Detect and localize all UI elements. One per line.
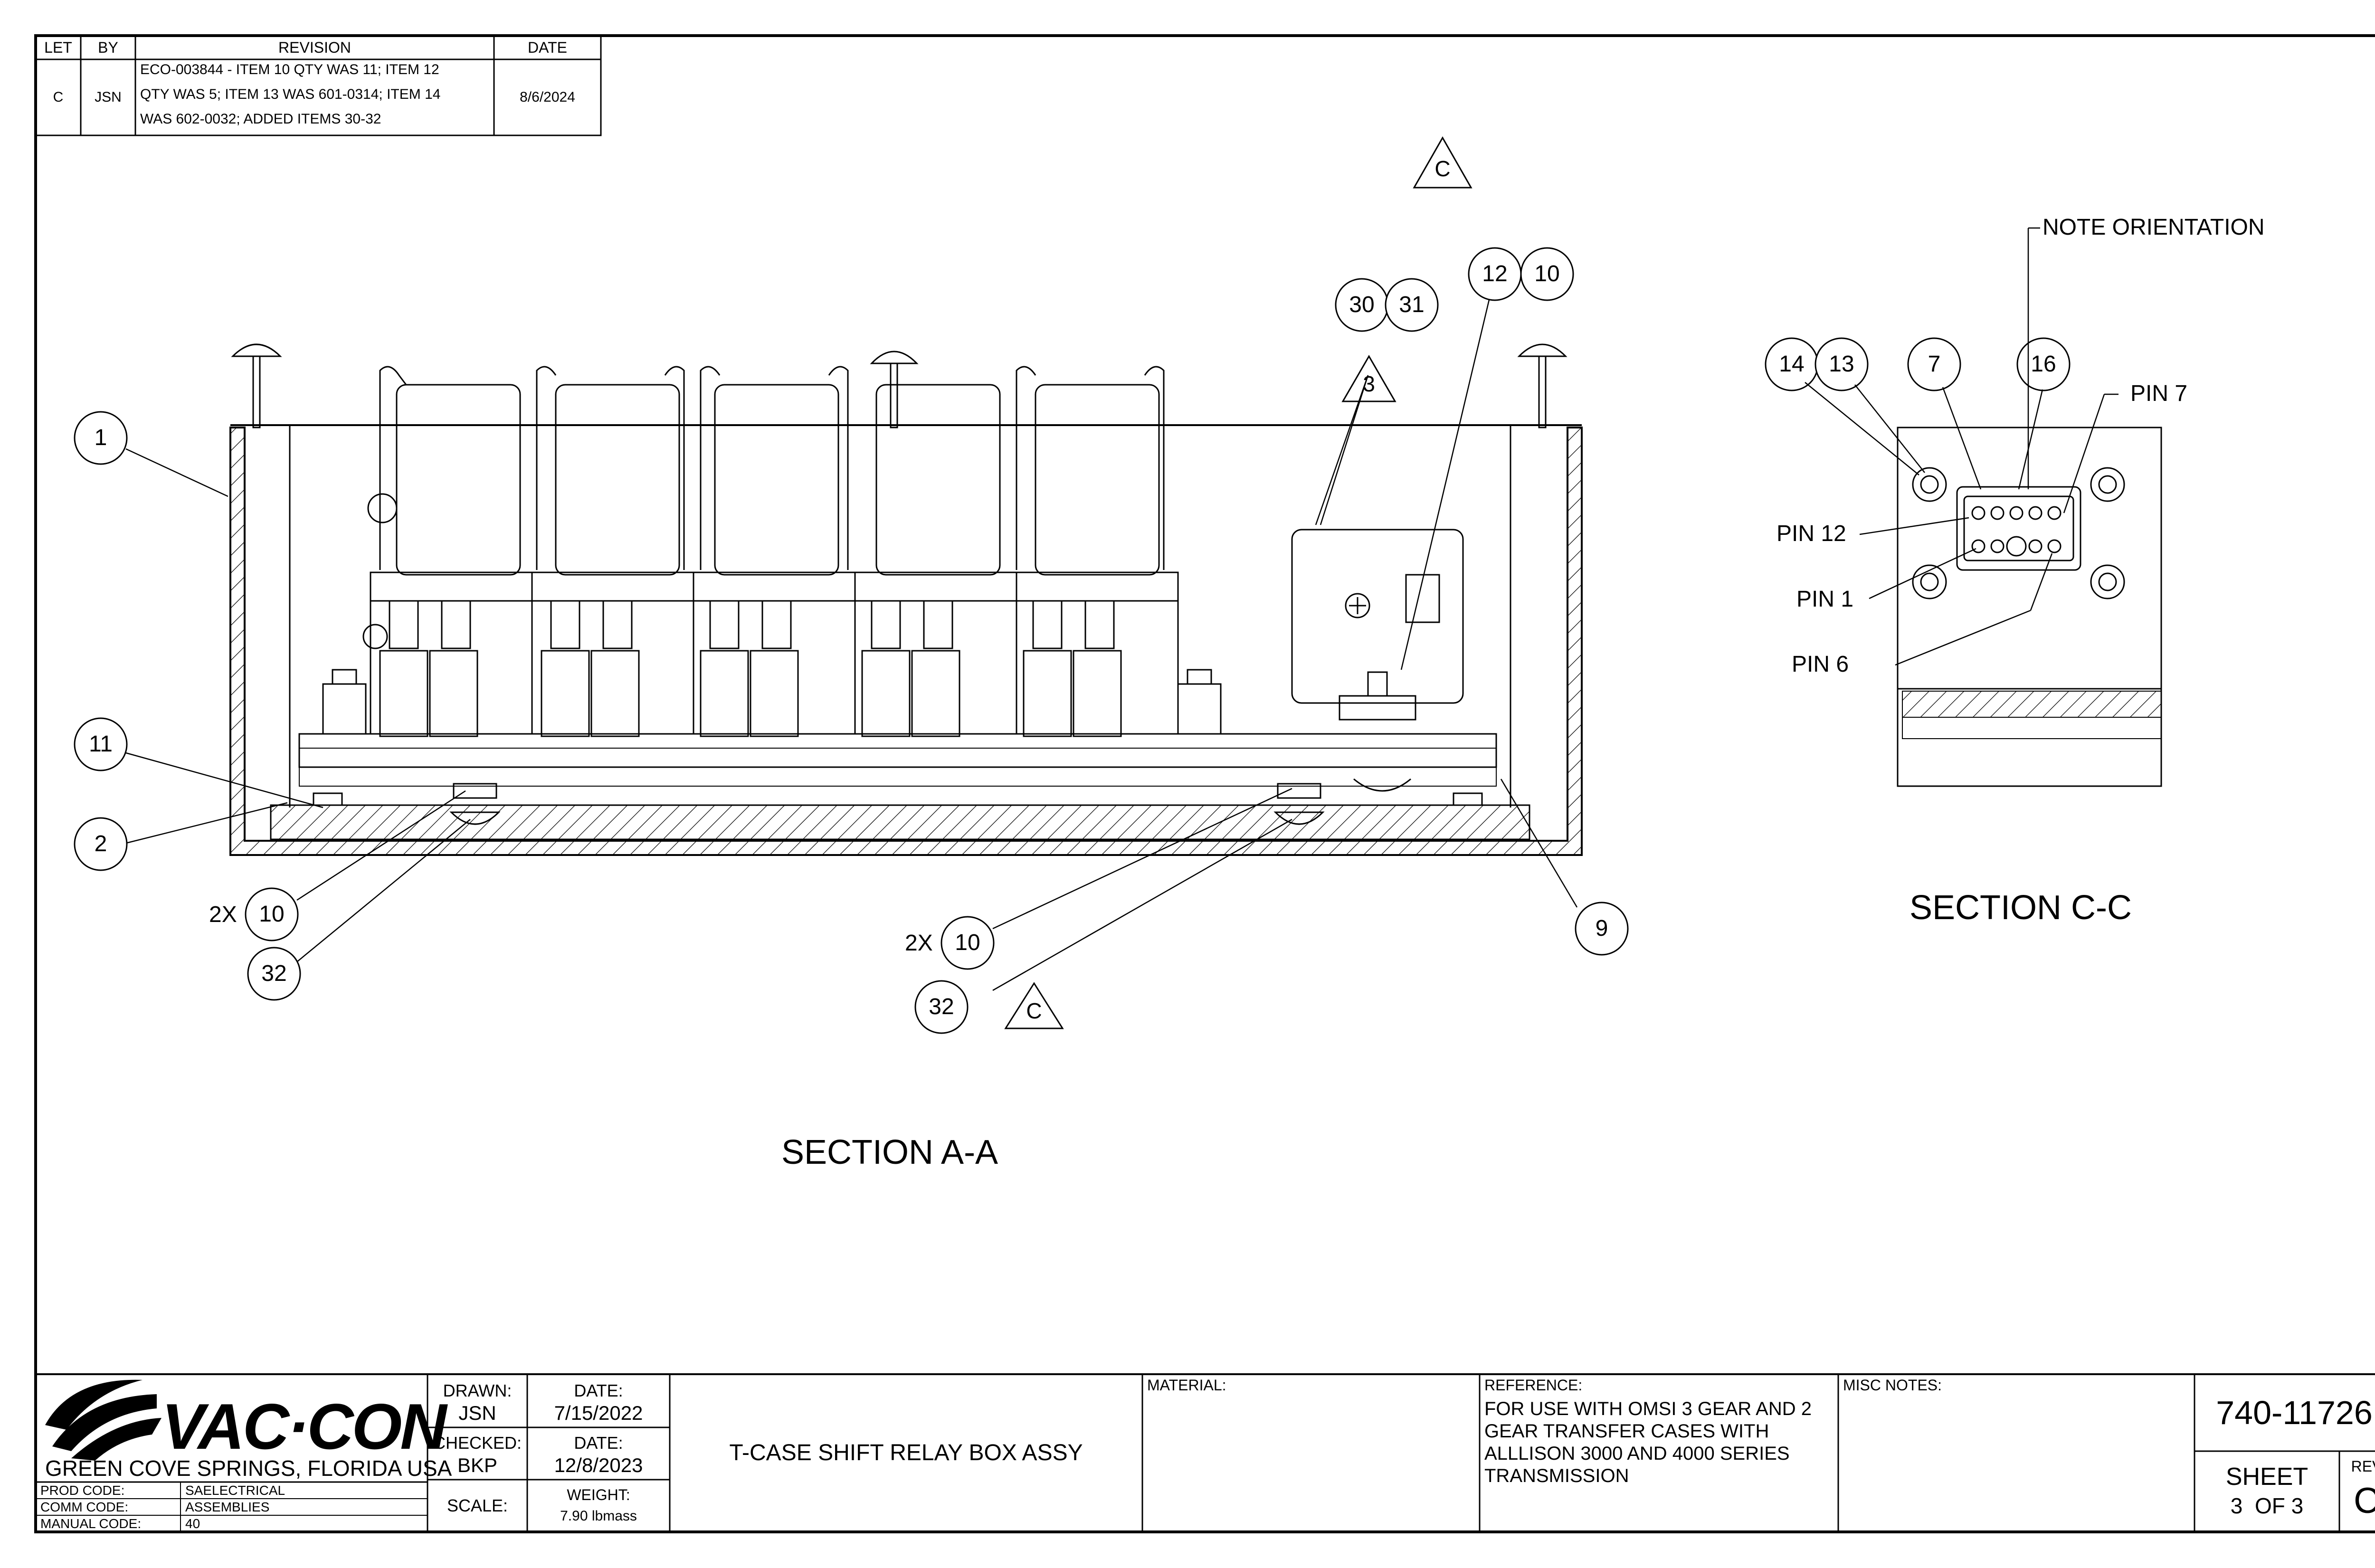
note-orientation-label: NOTE ORIENTATION bbox=[2042, 215, 2265, 240]
prod-code-value: SAELECTRICAL bbox=[185, 1483, 285, 1498]
drawn-by: JSN bbox=[458, 1401, 496, 1424]
qty-label-mid: 2X bbox=[905, 931, 933, 956]
end-clamps bbox=[322, 669, 1222, 735]
revision-header-date: DATE bbox=[528, 38, 567, 56]
top-screws bbox=[231, 343, 1568, 428]
pin-1-label: PIN 1 bbox=[1796, 587, 1854, 612]
pin-7-label: PIN 7 bbox=[2130, 381, 2188, 406]
company-location: GREEN COVE SPRINGS, FLORIDA USA bbox=[45, 1456, 452, 1481]
qty-label-left: 2X bbox=[209, 902, 237, 927]
section-a-a-title: SECTION A-A bbox=[781, 1133, 998, 1171]
section-marker-c-bottom: C bbox=[1026, 998, 1042, 1023]
checked-date-label: DATE: bbox=[574, 1433, 623, 1453]
balloon-item-30: 30 bbox=[1349, 292, 1375, 317]
manual-code-label: MANUAL CODE: bbox=[40, 1516, 142, 1531]
misc-notes-label: MISC NOTES: bbox=[1843, 1377, 1942, 1394]
scale-label: SCALE: bbox=[446, 1496, 508, 1516]
reference-line-2: GEAR TRANSFER CASES WITH bbox=[1484, 1421, 1769, 1442]
balloon-circles bbox=[74, 247, 2071, 1034]
checked-by: BKP bbox=[457, 1454, 498, 1476]
manual-code-value: 40 bbox=[185, 1516, 200, 1531]
section-c-c-title: SECTION C-C bbox=[1910, 889, 2132, 927]
company-logo: VAC·CON bbox=[162, 1390, 447, 1463]
balloon-item-10-top: 10 bbox=[1534, 261, 1560, 286]
revision-header-let: LET bbox=[44, 38, 72, 56]
comm-code-value: ASSEMBLIES bbox=[185, 1500, 270, 1514]
base-fasteners bbox=[313, 778, 1483, 825]
reference-label: REFERENCE: bbox=[1484, 1377, 1583, 1394]
drawn-date-label: DATE: bbox=[574, 1380, 623, 1400]
revision-by: JSN bbox=[95, 89, 122, 105]
revision-date: 8/6/2024 bbox=[520, 89, 575, 105]
revision-desc-line-1: ECO-003844 - ITEM 10 QTY WAS 11; ITEM 12 bbox=[140, 62, 439, 77]
balloon-item-31: 31 bbox=[1399, 292, 1425, 317]
fuse-module bbox=[1291, 529, 1464, 704]
balloon-item-2: 2 bbox=[94, 831, 107, 856]
pin-6-label: PIN 6 bbox=[1792, 652, 1849, 677]
comm-code-label: COMM CODE: bbox=[40, 1500, 129, 1514]
leader-lines-a bbox=[125, 289, 1578, 991]
enclosure-wall-hatch bbox=[229, 427, 1583, 856]
title-block-grid bbox=[36, 1373, 2375, 1532]
reference-line-1: FOR USE WITH OMSI 3 GEAR AND 2 bbox=[1484, 1398, 1812, 1419]
balloon-item-13: 13 bbox=[1829, 352, 1854, 377]
drawn-label: DRAWN: bbox=[443, 1380, 512, 1400]
balloon-item-12: 12 bbox=[1482, 261, 1508, 286]
checked-date: 12/8/2023 bbox=[554, 1454, 643, 1476]
prod-code-label: PROD CODE: bbox=[40, 1483, 125, 1498]
weight-value: 7.90 lbmass bbox=[560, 1508, 637, 1524]
balloon-item-10-mid: 10 bbox=[955, 930, 980, 955]
reference-line-4: TRANSMISSION bbox=[1484, 1465, 1629, 1486]
revision-desc-line-3: WAS 602-0032; ADDED ITEMS 30-32 bbox=[140, 111, 381, 127]
section-marker-c-top: C bbox=[1434, 156, 1451, 181]
section-c-c-view bbox=[1805, 227, 2162, 787]
balloon-item-7: 7 bbox=[1928, 352, 1941, 377]
pin-12-label: PIN 12 bbox=[1776, 521, 1846, 546]
balloon-item-16: 16 bbox=[2031, 352, 2056, 377]
drawing-title: T-CASE SHIFT RELAY BOX ASSY bbox=[729, 1440, 1083, 1466]
revision-header-revision: REVISION bbox=[278, 38, 351, 56]
drawn-date: 7/15/2022 bbox=[554, 1401, 643, 1424]
vaccon-logo-mark bbox=[45, 1379, 162, 1461]
balloon-item-1: 1 bbox=[94, 425, 107, 450]
balloon-item-9: 9 bbox=[1595, 916, 1608, 941]
balloon-item-32-left: 32 bbox=[261, 961, 287, 986]
sheet-label: SHEET bbox=[2225, 1463, 2308, 1491]
din-rail bbox=[298, 733, 1497, 768]
section-a-a-view bbox=[125, 289, 1583, 991]
relay-stack bbox=[370, 366, 1179, 737]
checked-label: CHECKED: bbox=[433, 1433, 522, 1453]
revision-desc-line-2: QTY WAS 5; ITEM 13 WAS 601-0314; ITEM 14 bbox=[140, 86, 441, 102]
rev-value: C bbox=[2354, 1481, 2375, 1521]
balloon-item-32-mid: 32 bbox=[929, 994, 954, 1019]
base-plate bbox=[270, 804, 1530, 840]
material-label: MATERIAL: bbox=[1147, 1377, 1226, 1394]
revision-table-grid bbox=[35, 35, 602, 136]
rev-label: REV bbox=[2351, 1458, 2375, 1475]
sheet-border bbox=[34, 34, 2375, 1533]
revision-letter: C bbox=[53, 89, 64, 105]
note-flag-3: 3 bbox=[1363, 371, 1375, 396]
weight-label: WEIGHT: bbox=[567, 1486, 630, 1504]
reference-line-3: ALLLISON 3000 AND 4000 SERIES bbox=[1484, 1443, 1790, 1464]
drawing-number: 740-11726 bbox=[2216, 1394, 2373, 1431]
leader-lines-c bbox=[1805, 227, 2118, 666]
revision-header-by: BY bbox=[98, 38, 118, 56]
balloon-item-11: 11 bbox=[89, 732, 113, 757]
balloon-item-10-left: 10 bbox=[259, 902, 285, 927]
sheet-value: 3 OF 3 bbox=[2230, 1493, 2304, 1518]
balloon-item-14: 14 bbox=[1779, 352, 1805, 377]
section-triangles bbox=[1004, 136, 1472, 1029]
